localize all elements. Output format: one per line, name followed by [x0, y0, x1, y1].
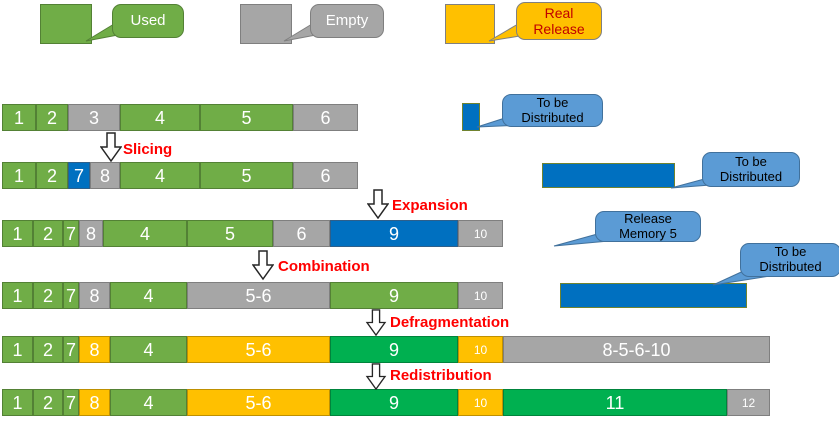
- memory-block-4: 4: [103, 220, 187, 247]
- legend-empty-square: [240, 4, 292, 44]
- memory-block-1: 1: [2, 389, 33, 416]
- memory-block-9: 9: [330, 389, 458, 416]
- memory-block-5: 5: [200, 104, 293, 131]
- memory-block-4: 4: [110, 389, 187, 416]
- to-be-distributed-bar-medium: [542, 163, 675, 188]
- slicing-label: Slicing: [123, 141, 173, 158]
- combination-label: Combination: [278, 258, 370, 275]
- defragmentation-label: Defragmentation: [390, 314, 510, 331]
- memory-block-7: 7: [63, 336, 79, 363]
- memory-block-8: 8: [90, 162, 120, 189]
- memory-block-6: 6: [273, 220, 330, 247]
- legend-used-callout: Used: [112, 4, 184, 38]
- memory-block-6: 6: [293, 162, 358, 189]
- memory-block-3: 3: [68, 104, 120, 131]
- expansion-label: Expansion: [392, 197, 468, 214]
- combination-arrow-icon: [252, 250, 274, 281]
- memory-block-8: 8: [79, 336, 110, 363]
- legend-empty-callout: Empty: [310, 4, 384, 38]
- defragmentation-arrow-icon: [365, 309, 387, 336]
- memory-block-4: 4: [110, 282, 187, 309]
- memory-block-5-6: 5-6: [187, 282, 330, 309]
- memory-block-11: 11: [503, 389, 727, 416]
- memory-block-7: 7: [63, 389, 79, 416]
- redistribution-arrow-icon: [365, 363, 387, 390]
- to-be-distributed-block-small: [462, 103, 480, 131]
- to-be-distributed-bar-large: [560, 283, 747, 308]
- memory-block-8: 8: [79, 220, 103, 247]
- memory-block-1: 1: [2, 104, 36, 131]
- memory-block-7: 7: [63, 220, 79, 247]
- memory-block-12: 12: [727, 389, 770, 416]
- memory-block-2: 2: [36, 104, 68, 131]
- memory-block-10: 10: [458, 220, 503, 247]
- memory-block-8: 8: [79, 389, 110, 416]
- memory-block-7: 7: [63, 282, 79, 309]
- legend-real-release-square: [445, 4, 495, 44]
- memory-block-5-6: 5-6: [187, 389, 330, 416]
- release-memory-5-label: Release Memory 5: [619, 210, 677, 241]
- legend-real-release-label: Real Release: [533, 4, 585, 37]
- memory-block-6: 6: [293, 104, 358, 131]
- memory-block-4: 4: [110, 336, 187, 363]
- memory-block-10: 10: [458, 389, 503, 416]
- legend-used-label: Used: [130, 12, 166, 30]
- memory-block-7: 7: [68, 162, 90, 189]
- memory-block-10: 10: [458, 336, 503, 363]
- memory-block-1: 1: [2, 220, 33, 247]
- release-memory-5-callout: Release Memory 5: [595, 211, 701, 242]
- legend-real-release-callout: Real Release: [516, 2, 602, 40]
- memory-block-9: 9: [330, 282, 458, 309]
- redistribution-label: Redistribution: [390, 367, 492, 384]
- memory-block-2: 2: [33, 282, 63, 309]
- memory-block-5: 5: [187, 220, 273, 247]
- memory-block-1: 1: [2, 282, 33, 309]
- memory-block-1: 1: [2, 162, 36, 189]
- to-be-distributed-callout-2: To be Distributed: [702, 152, 800, 187]
- memory-block-2: 2: [33, 389, 63, 416]
- memory-block-5: 5: [200, 162, 293, 189]
- memory-block-9: 9: [330, 336, 458, 363]
- to-be-distributed-label-1: To be Distributed: [521, 94, 584, 125]
- memory-block-2: 2: [33, 220, 63, 247]
- memory-block-4: 4: [120, 104, 200, 131]
- memory-block-5-6: 5-6: [187, 336, 330, 363]
- memory-block-9: 9: [330, 220, 458, 247]
- to-be-distributed-label-2: To be Distributed: [719, 153, 783, 184]
- memory-block-8-5-6-10: 8-5-6-10: [503, 336, 770, 363]
- memory-block-1: 1: [2, 336, 33, 363]
- to-be-distributed-callout-1: To be Distributed: [502, 94, 603, 127]
- to-be-distributed-label-3: To be Distributed: [759, 244, 822, 274]
- to-be-distributed-callout-3: To be Distributed: [740, 243, 839, 277]
- memory-block-4: 4: [120, 162, 200, 189]
- slicing-arrow-icon: [100, 132, 122, 162]
- expansion-arrow-icon: [367, 189, 389, 219]
- memory-block-2: 2: [33, 336, 63, 363]
- memory-block-10: 10: [458, 282, 503, 309]
- legend-empty-label: Empty: [325, 12, 369, 30]
- memory-block-2: 2: [36, 162, 68, 189]
- memory-block-8: 8: [79, 282, 110, 309]
- legend-used-square: [40, 4, 92, 44]
